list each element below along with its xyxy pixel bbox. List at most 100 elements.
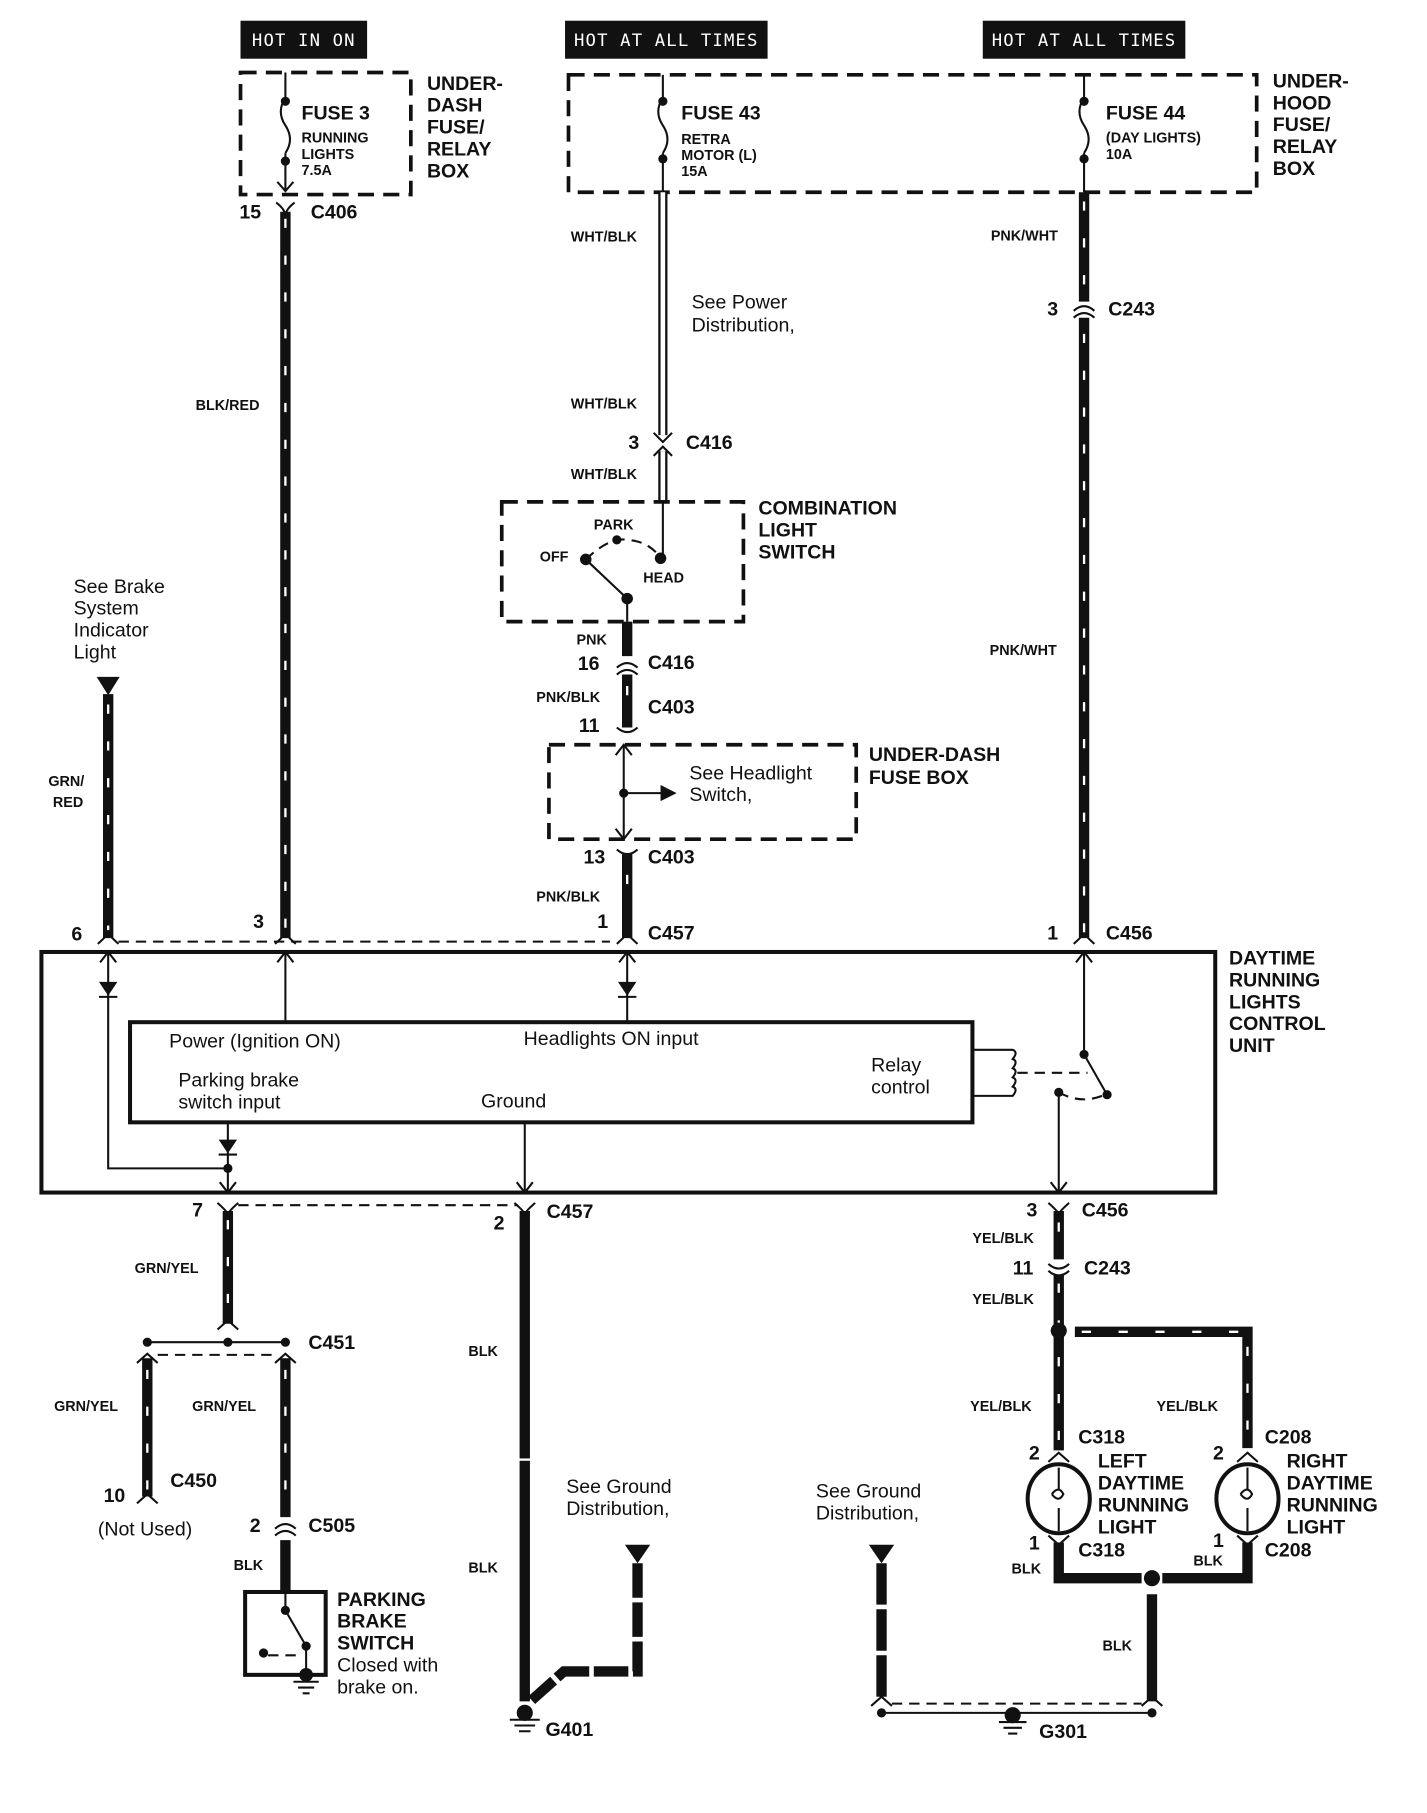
- component-name: DAYTIME: [1098, 1473, 1184, 1495]
- wire-color-label: YEL/BLK: [1157, 1399, 1219, 1415]
- wire-wht-blk: WHT/BLK WHT/BLK WHT/BLK See Power Distri…: [571, 192, 795, 502]
- wire-grn-yel: GRN/YEL C451 GRN/YEL GRN/YEL C450 10 (No…: [54, 1210, 355, 1541]
- power-distribution-ref[interactable]: Distribution,: [692, 315, 795, 337]
- power-distribution-ref[interactable]: See Power: [692, 291, 788, 313]
- ground-distribution-ref[interactable]: Distribution,: [816, 1502, 919, 1524]
- component-name: RIGHT: [1287, 1451, 1348, 1473]
- wire-pnk: PNK 16 C416 PNK/BLK C403 11: [536, 621, 695, 737]
- headlights-input-label: Headlights ON input: [524, 1028, 699, 1050]
- wire-color-label: PNK: [577, 633, 608, 649]
- wire-color-label: WHT/BLK: [571, 397, 638, 413]
- wire-color-label: PNK/BLK: [536, 889, 600, 905]
- left-drl-lamp: C318 2 LEFT DAYTIME RUNNING LIGHT 1 C318…: [1012, 1426, 1190, 1577]
- relay-control-label: control: [871, 1077, 930, 1099]
- wire-yel-blk: YEL/BLK 11 C243 YEL/BLK YEL/BLK YEL/BLK: [970, 1210, 1253, 1451]
- box-name: RELAY: [1273, 136, 1337, 158]
- pin-number: 2: [1213, 1443, 1224, 1465]
- wire-color-label: WHT/BLK: [571, 230, 638, 246]
- headlight-switch-ref[interactable]: Switch,: [689, 784, 752, 806]
- parking-input-label: switch input: [178, 1092, 281, 1114]
- under-hood-fuse-relay-box: UNDER- HOOD FUSE/ RELAY BOX: [566, 70, 1349, 195]
- bulb-icon: [1214, 1462, 1281, 1536]
- fuse-3: FUSE 3 RUNNING LIGHTS 7.5A: [276, 72, 371, 193]
- switch-contact-icon: [284, 1609, 308, 1647]
- box-name: FUSE BOX: [869, 767, 969, 789]
- connector-id: C243: [1108, 298, 1155, 320]
- under-dash-fuse-relay-box: UNDER- DASH FUSE/ RELAY BOX: [238, 70, 503, 197]
- brake-indicator-ref[interactable]: System: [74, 598, 139, 620]
- brake-indicator-ref[interactable]: Light: [74, 641, 117, 663]
- brake-indicator-ref[interactable]: See Brake: [74, 576, 165, 598]
- power-source-label: HOT IN ON: [252, 31, 356, 51]
- wire-blk-red: 15 C406 BLK/RED 3: [196, 202, 358, 939]
- fuse-desc: RUNNING: [302, 131, 369, 147]
- pin-number: 6: [71, 923, 82, 945]
- ground-distribution-ref[interactable]: Distribution,: [566, 1498, 669, 1520]
- connector-id: C406: [311, 202, 358, 224]
- connector-id: C403: [648, 697, 695, 719]
- component-note: brake on.: [337, 1676, 418, 1698]
- combination-light-switch: PARK OFF HEAD COMBINATION LIGHT SWITCH: [499, 498, 897, 624]
- wire-color-label: WHT/BLK: [571, 467, 638, 483]
- switch-contact-icon: [585, 558, 629, 622]
- power-source-hot-at-all-times-1: HOT AT ALL TIMES: [565, 20, 768, 59]
- fuse-44: FUSE 44 (DAY LIGHTS) 10A: [1078, 74, 1201, 193]
- connector-id: C505: [308, 1515, 355, 1537]
- bulb-icon: [1025, 1462, 1092, 1536]
- fuse-desc: 10A: [1106, 147, 1132, 163]
- wire-blk-g301: BLK See Ground Distribution, G301: [816, 1481, 1253, 1743]
- fuse-43: FUSE 43 RETRA MOTOR (L) 15A: [657, 74, 761, 193]
- component-name: UNIT: [1229, 1035, 1275, 1057]
- component-name: CONTROL: [1229, 1013, 1326, 1035]
- box-name: DASH: [427, 95, 482, 117]
- connector-id: C456: [1106, 922, 1153, 944]
- headlight-switch-ref[interactable]: See Headlight: [689, 762, 812, 784]
- ground-icon: [293, 1680, 319, 1695]
- pin-number: 1: [597, 911, 608, 933]
- fuse-desc: 15A: [681, 164, 707, 180]
- fuse-icon: [1078, 74, 1090, 193]
- pin-number: 3: [253, 911, 264, 933]
- ground-distribution-ref[interactable]: See Ground: [566, 1476, 671, 1498]
- connector-id: C456: [1082, 1200, 1129, 1222]
- relay-coil-icon: [972, 1048, 1017, 1097]
- diode-icon: [617, 981, 637, 996]
- component-name: RUNNING: [1098, 1494, 1189, 1516]
- wire-color-label: BLK: [234, 1558, 264, 1574]
- diode-icon: [98, 981, 118, 996]
- wire-color-label: BLK: [1012, 1562, 1042, 1578]
- brake-indicator-ref[interactable]: Indicator: [74, 620, 149, 642]
- component-name: DAYTIME: [1287, 1473, 1373, 1495]
- connector-id: C416: [686, 432, 733, 454]
- wire-pnk-blk-lower: 13 C403 PNK/BLK 1 C457: [536, 846, 694, 944]
- relay-control-label: Relay: [871, 1055, 921, 1077]
- component-name: LIGHT: [1287, 1516, 1346, 1538]
- connector-id: C318: [1078, 1539, 1125, 1561]
- switch-position: PARK: [594, 518, 634, 534]
- wire-color-label: PNK/BLK: [536, 690, 600, 706]
- reference-arrow-icon: [96, 676, 120, 696]
- arrow-right-icon: [660, 785, 677, 802]
- under-dash-fuse-box: See Headlight Switch, UNDER-DASH FUSE BO…: [547, 742, 1000, 842]
- pin-number: 11: [579, 715, 600, 737]
- component-name: DAYTIME: [1229, 948, 1315, 970]
- wire-color-label: GRN/YEL: [135, 1261, 199, 1277]
- not-used-note: (Not Used): [98, 1519, 192, 1541]
- reference-arrow-icon: [624, 1544, 651, 1564]
- fuse-name: FUSE 3: [302, 103, 371, 125]
- ground-icon: [998, 1721, 1027, 1735]
- wire-color-label: BLK: [468, 1560, 498, 1576]
- switch-position: HEAD: [643, 570, 684, 586]
- pin-number: 7: [192, 1200, 203, 1222]
- ground-id: G401: [545, 1719, 593, 1741]
- box-name: UNDER-: [1273, 70, 1349, 92]
- component-name: LEFT: [1098, 1451, 1147, 1473]
- component-name: COMBINATION: [758, 498, 897, 520]
- connector-id: C450: [170, 1470, 217, 1492]
- ground-distribution-ref[interactable]: See Ground: [816, 1481, 921, 1503]
- component-name: LIGHTS: [1229, 991, 1301, 1013]
- fuse-desc: MOTOR (L): [681, 148, 757, 164]
- ground-id: G301: [1039, 1721, 1087, 1743]
- wire-color-label: PNK/WHT: [991, 229, 1058, 245]
